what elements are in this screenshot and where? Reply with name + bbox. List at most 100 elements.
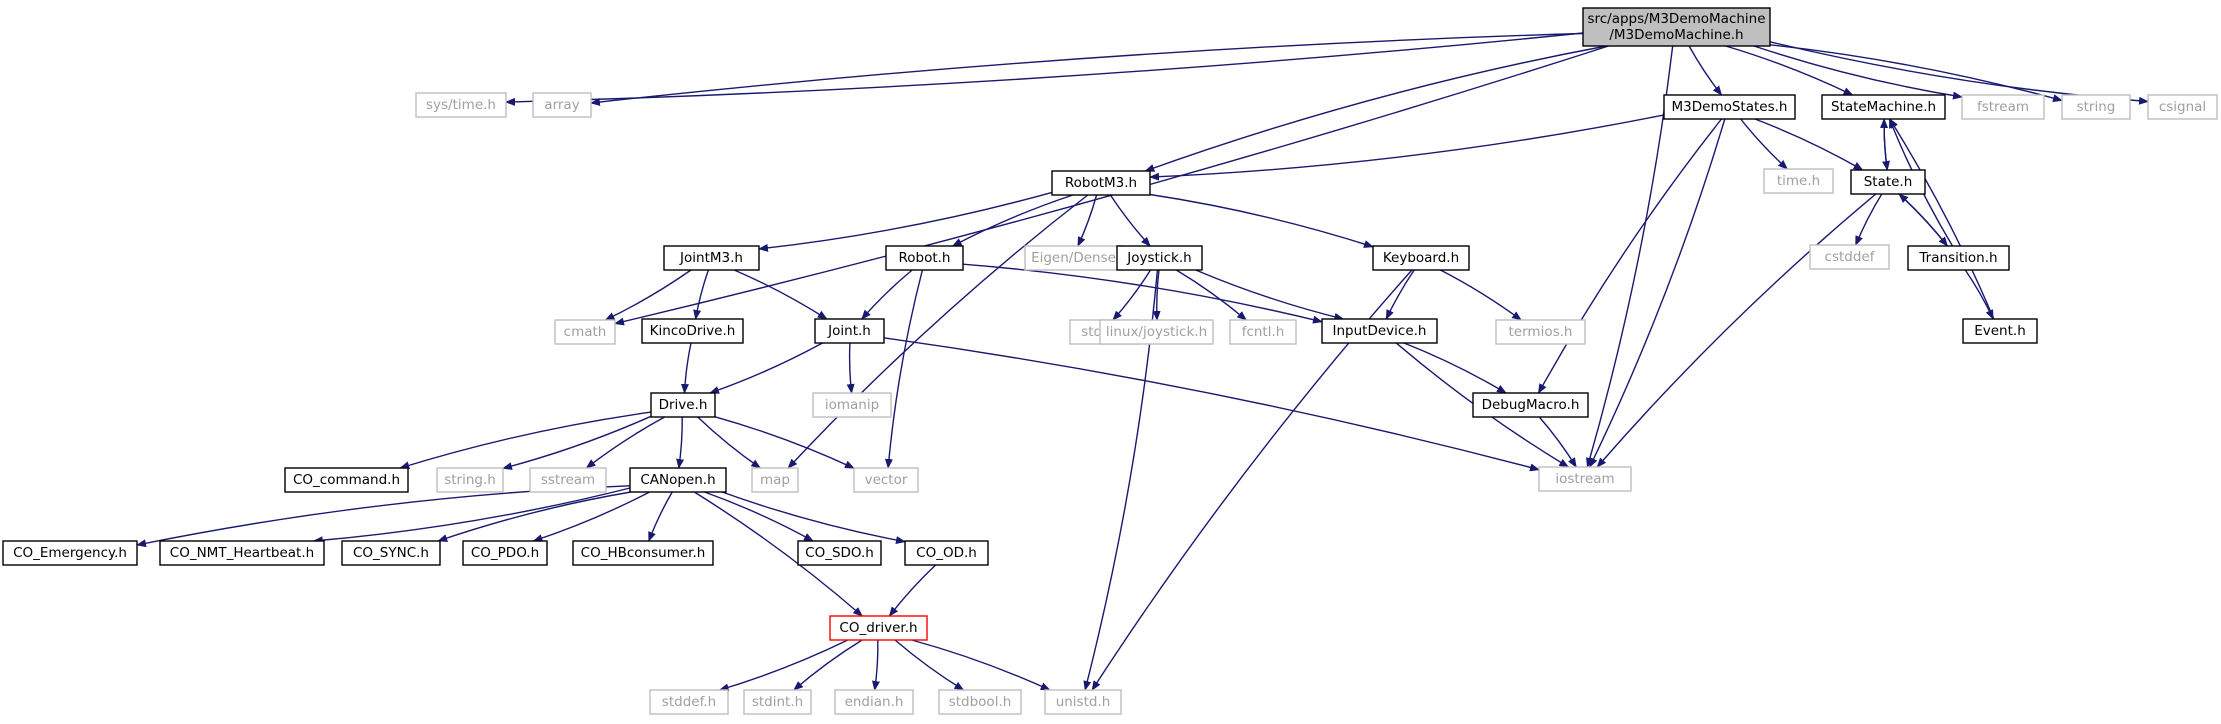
node-label: vector xyxy=(865,472,908,488)
node-DebugMacro-h[interactable]: DebugMacro.h xyxy=(1472,392,1589,418)
edge-Drive_h-to-string_h xyxy=(502,415,652,470)
node-CO-PDO-h[interactable]: CO_PDO.h xyxy=(462,540,548,566)
node-label: stdbool.h xyxy=(949,694,1012,710)
node-label: cmath xyxy=(564,324,607,340)
node-Transition-h[interactable]: Transition.h xyxy=(1907,245,2010,271)
node-label: InputDevice.h xyxy=(1333,323,1427,339)
node-M3DemoStates-h[interactable]: M3DemoStates.h xyxy=(1663,94,1796,120)
node-Eigen-Dense: Eigen/Dense xyxy=(1024,245,1123,271)
node-box xyxy=(2147,94,2218,120)
node-CO-command-h[interactable]: CO_command.h xyxy=(284,467,409,493)
node-label: KincoDrive.h xyxy=(650,323,736,339)
node-label: iomanip xyxy=(825,397,879,413)
edge-root-to-M3DemoStates_h xyxy=(1688,45,1723,96)
edges-layer xyxy=(136,32,2149,692)
node-CANopen-h[interactable]: CANopen.h xyxy=(629,467,727,493)
node-box xyxy=(462,540,548,566)
edge-Keyboard_h-to-termios_h xyxy=(1440,269,1522,321)
node-fstream: fstream xyxy=(1961,94,2045,120)
node-csignal: csignal xyxy=(2147,94,2218,120)
node-label: time.h xyxy=(1777,173,1820,189)
node-RobotM3-h[interactable]: RobotM3.h xyxy=(1051,170,1151,196)
edge-Transition_h-to-Event_h xyxy=(1964,269,1994,320)
edge-M3DemoStates_h-to-RobotM3_h xyxy=(1149,114,1665,181)
edge-Joint_h-to-Drive_h xyxy=(709,342,823,394)
edge-Drive_h-to-CO_command_h xyxy=(399,411,652,470)
node-box xyxy=(1116,245,1203,271)
node-JointM3-h[interactable]: JointM3.h xyxy=(663,245,760,271)
node-KincoDrive-h[interactable]: KincoDrive.h xyxy=(641,318,744,344)
edge-CANopen_h-to-CO_SYNC_h xyxy=(437,491,631,542)
node-CO-HBconsumer-h[interactable]: CO_HBconsumer.h xyxy=(572,540,714,566)
node-array: array xyxy=(532,92,592,118)
node-box xyxy=(436,467,504,493)
node-box xyxy=(938,689,1022,715)
node-box xyxy=(885,245,964,271)
node-label: Event.h xyxy=(1974,323,2026,339)
node-StateMachine-h[interactable]: StateMachine.h xyxy=(1821,94,1946,120)
node-label: CO_Emergency.h xyxy=(13,545,127,561)
edge-M3DemoStates_h-to-State_h xyxy=(1754,118,1864,171)
node-CO-NMT-Heartbeat-h[interactable]: CO_NMT_Heartbeat.h xyxy=(159,540,325,566)
edge-RobotM3_h-to-Joystick_h xyxy=(1109,194,1151,247)
edge-root-to-iostream xyxy=(1586,45,1674,468)
node-CO-driver-h[interactable]: CO_driver.h xyxy=(829,615,928,641)
edge-root-to-csignal xyxy=(1769,41,2149,105)
node-label: Robot.h xyxy=(898,250,950,266)
node-box xyxy=(529,467,607,493)
edge-root-to-array xyxy=(590,32,1584,106)
node-box xyxy=(572,540,714,566)
node-box xyxy=(415,92,507,118)
node-box xyxy=(641,318,744,344)
node-box xyxy=(2,540,138,566)
node-box xyxy=(812,392,892,418)
node-box xyxy=(1763,168,1834,194)
node-box xyxy=(751,467,799,493)
node-label: src/apps/M3DemoMachine xyxy=(1587,11,1765,27)
node-vector: vector xyxy=(853,467,919,493)
edge-CO_driver_h-to-stdint_h xyxy=(793,639,863,691)
node-box xyxy=(1907,245,2010,271)
node-label: RobotM3.h xyxy=(1065,175,1137,191)
node-root[interactable]: src/apps/M3DemoMachine/M3DemoMachine.h xyxy=(1582,7,1771,47)
node-Robot-h[interactable]: Robot.h xyxy=(885,245,964,271)
node-box xyxy=(1495,319,1586,345)
edge-RobotM3_h-to-Eigen_Dense xyxy=(1077,194,1098,247)
node-Joint-h[interactable]: Joint.h xyxy=(814,318,885,344)
edge-JointM3_h-to-KincoDrive_h xyxy=(693,269,710,320)
edge-Joystick_h-to-linux_joystick_h xyxy=(1152,269,1161,321)
edge-M3DemoStates_h-to-DebugMacro_h xyxy=(1537,118,1723,394)
node-label: CO_NMT_Heartbeat.h xyxy=(170,545,314,561)
node-label: State.h xyxy=(1864,174,1913,190)
node-label: fcntl.h xyxy=(1242,324,1285,340)
node-box xyxy=(743,689,812,715)
node-box xyxy=(797,540,882,566)
node-Event-h[interactable]: Event.h xyxy=(1962,318,2038,344)
node-label: linux/joystick.h xyxy=(1106,324,1207,340)
node-box xyxy=(1961,94,2045,120)
node-label: iostream xyxy=(1555,471,1614,487)
node-box xyxy=(904,540,989,566)
node-InputDevice-h[interactable]: InputDevice.h xyxy=(1321,318,1438,344)
node-Drive-h[interactable]: Drive.h xyxy=(650,392,716,418)
edge-Event_h-to-StateMachine_h xyxy=(1889,118,1995,320)
node-Keyboard-h[interactable]: Keyboard.h xyxy=(1372,245,1470,271)
node-Joystick-h[interactable]: Joystick.h xyxy=(1116,245,1203,271)
node-box xyxy=(629,467,727,493)
node-CO-Emergency-h[interactable]: CO_Emergency.h xyxy=(2,540,138,566)
node-iostream: iostream xyxy=(1538,466,1632,492)
edge-Joystick_h-to-InputDevice_h xyxy=(1195,269,1345,321)
edge-RobotM3_h-to-map xyxy=(787,194,1089,469)
node-label: CO_driver.h xyxy=(839,620,917,636)
node-label: endian.h xyxy=(845,694,904,710)
edge-root-to-string xyxy=(1769,44,2063,102)
edge-CO_driver_h-to-endian_h xyxy=(872,639,880,691)
node-State-h[interactable]: State.h xyxy=(1850,169,1926,195)
node-box xyxy=(1809,244,1890,270)
node-label: map xyxy=(760,472,790,488)
node-CO-SDO-h[interactable]: CO_SDO.h xyxy=(797,540,882,566)
node-CO-SYNC-h[interactable]: CO_SYNC.h xyxy=(341,540,441,566)
node-sys-time-h: sys/time.h xyxy=(415,92,507,118)
node-CO-OD-h[interactable]: CO_OD.h xyxy=(904,540,989,566)
